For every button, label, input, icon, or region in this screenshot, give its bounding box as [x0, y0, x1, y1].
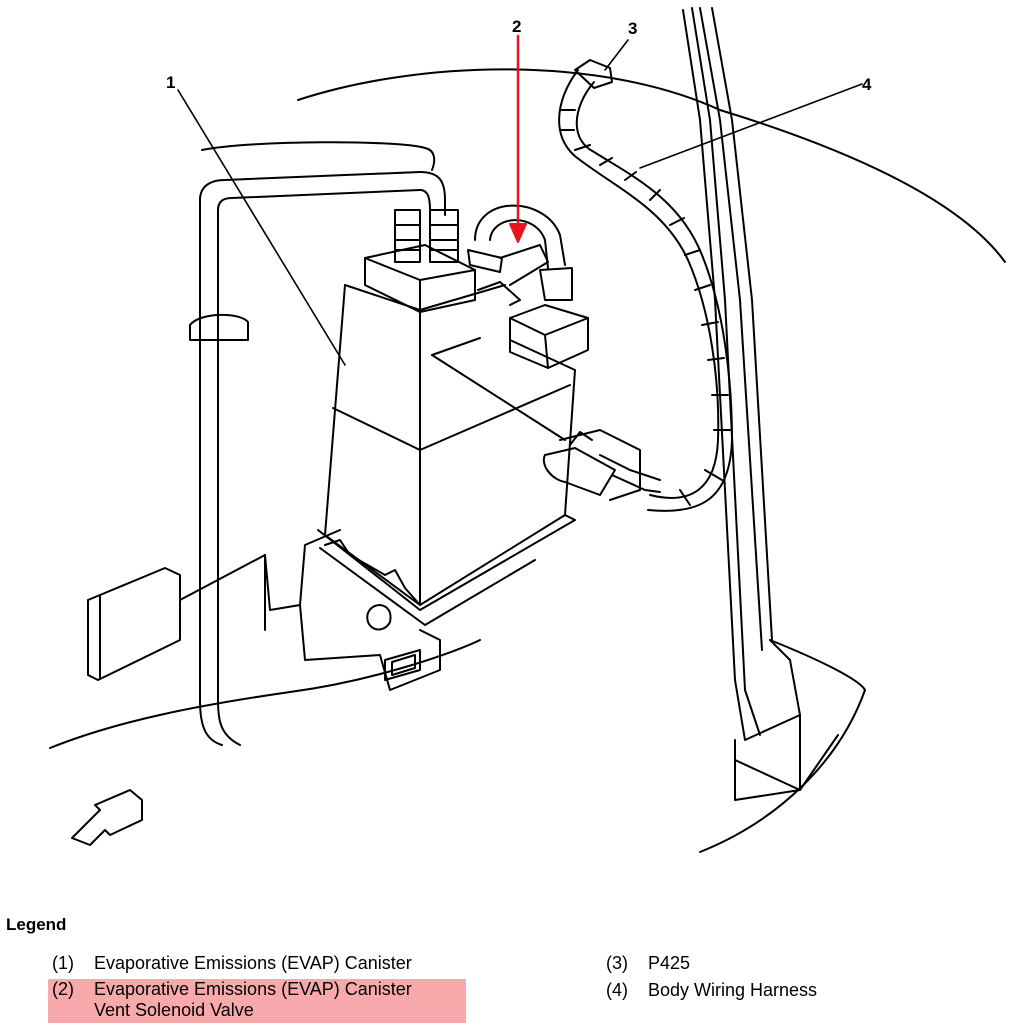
- electrical-connector: [431, 337, 661, 501]
- legend-item-label-line2: Vent Solenoid Valve: [94, 1000, 254, 1020]
- vent-hose: [189, 141, 446, 746]
- callout-4: 4: [862, 75, 872, 94]
- vehicle-body-outline: [49, 68, 1006, 853]
- front-direction-arrow: [71, 789, 143, 846]
- legend-item-3: (3) P425: [606, 953, 906, 974]
- vent-solenoid-valve: [467, 204, 589, 369]
- legend-item-1: (1) Evaporative Emissions (EVAP) Caniste…: [52, 953, 472, 974]
- wiring-harness: [558, 59, 733, 512]
- legend: Legend (1) Evaporative Emissions (EVAP) …: [0, 905, 1024, 1026]
- legend-item-number: (2): [52, 979, 74, 999]
- legend-item-label: P425: [648, 953, 691, 973]
- legend-item-number: (4): [606, 980, 628, 1000]
- legend-item-label: Evaporative Emissions (EVAP) Canister: [94, 953, 412, 973]
- evap-canister: [317, 209, 576, 631]
- mounting-bracket: [87, 529, 441, 691]
- body-pillar: [682, 7, 839, 801]
- legend-title: Legend: [6, 915, 67, 934]
- callout-3: 3: [628, 19, 637, 38]
- legend-item-label: Body Wiring Harness: [648, 980, 818, 1000]
- solenoid-pointer-arrow: [509, 34, 527, 243]
- legend-item-label: Evaporative Emissions (EVAP) Canister: [94, 979, 412, 999]
- evap-canister-diagram: 1 2 3 4: [49, 7, 1006, 853]
- legend-item-4: (4) Body Wiring Harness: [606, 980, 906, 1001]
- leader-lines: [177, 39, 863, 366]
- callout-1: 1: [166, 73, 175, 92]
- legend-item-number: (3): [606, 953, 628, 973]
- legend-item-number: (1): [52, 953, 74, 973]
- callout-2: 2: [512, 17, 521, 36]
- legend-item-2: (2) Evaporative Emissions (EVAP) Caniste…: [48, 979, 466, 1023]
